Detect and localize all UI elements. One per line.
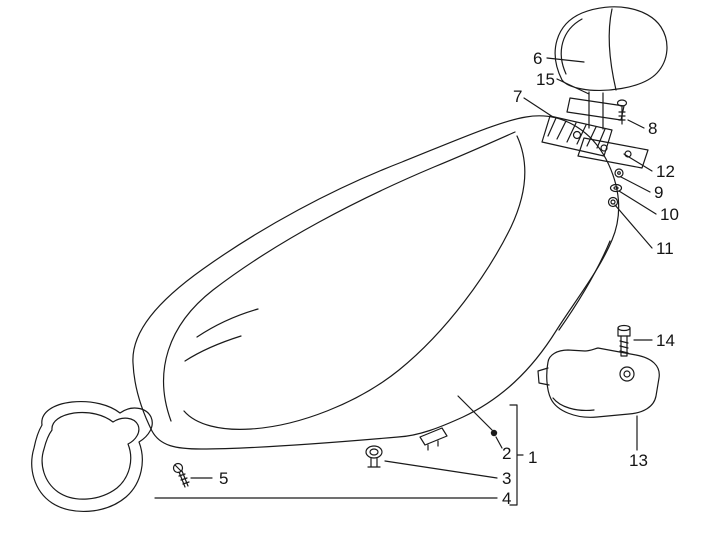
callout-6: 6: [533, 49, 542, 68]
callout-4: 4: [502, 489, 511, 508]
saddle-body: [132, 115, 620, 450]
callout-5: 5: [219, 469, 228, 488]
clip: [419, 427, 448, 451]
callout-1: 1: [528, 448, 537, 467]
callout-labels: 6 15 7 8 12 9 10 11 14 13 1 2 3 4 5: [219, 49, 679, 508]
backrest-bracket: [566, 97, 625, 121]
callout-13: 13: [629, 451, 648, 470]
group-bracket-1: [509, 404, 524, 506]
backrest-pad: [554, 6, 668, 92]
screw-8: [616, 99, 628, 125]
callout-8: 8: [648, 119, 657, 138]
callout-11: 11: [656, 239, 674, 258]
callout-12: 12: [656, 162, 675, 181]
screw-5: [172, 462, 190, 488]
washer-11: [607, 196, 619, 208]
grommet: [365, 445, 383, 468]
callout-9: 9: [654, 183, 663, 202]
callout-3: 3: [502, 469, 511, 488]
leader-lines: [154, 57, 657, 506]
leader-dot-2: [490, 429, 498, 437]
backrest-stem: [588, 91, 604, 130]
callout-7: 7: [513, 87, 522, 106]
bolt-14: [617, 324, 631, 357]
washer-9: [614, 168, 624, 178]
callout-14: 14: [656, 331, 675, 350]
callout-10: 10: [660, 205, 679, 224]
lower-bracket: [537, 347, 660, 418]
callout-2: 2: [502, 444, 511, 463]
storage-tray: [31, 400, 153, 512]
callout-15: 15: [536, 70, 555, 89]
